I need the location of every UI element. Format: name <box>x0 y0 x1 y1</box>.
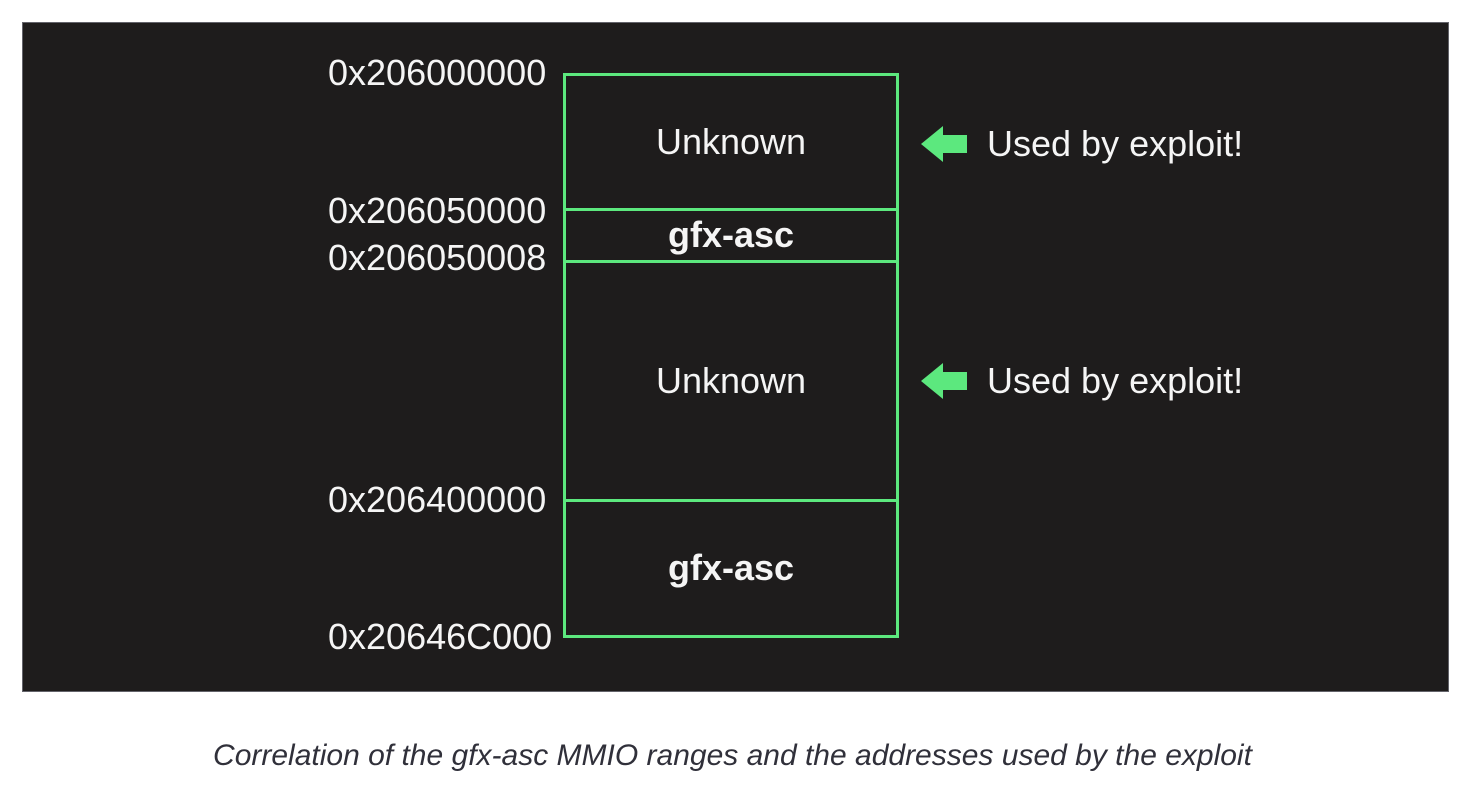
address-label: 0x20646C000 <box>328 616 553 657</box>
segment-label-gfx-asc-1: gfx-asc <box>667 214 795 255</box>
address-label: 0x206050000 <box>328 190 547 231</box>
arrow-left-icon <box>921 126 967 162</box>
address-label: 0x206000000 <box>328 52 547 93</box>
segment-label-gfx-asc-2: gfx-asc <box>667 547 795 588</box>
memory-map-box: Unknown gfx-asc Unknown gfx-asc <box>563 73 899 638</box>
diagram-panel: 0x206000000 0x206050000 0x206050008 0x20… <box>22 22 1449 692</box>
segment-label-unknown-1: Unknown <box>655 121 807 162</box>
segment-label-unknown-2: Unknown <box>655 360 807 401</box>
segment-divider <box>566 208 896 211</box>
address-label: 0x206400000 <box>328 479 547 520</box>
annotation-used-by-exploit-2: Used by exploit! <box>987 360 1244 401</box>
segment-divider <box>566 260 896 263</box>
segment-divider <box>566 499 896 502</box>
figure-caption: Correlation of the gfx-asc MMIO ranges a… <box>213 739 1252 772</box>
annotation-used-by-exploit-1: Used by exploit! <box>987 123 1244 164</box>
address-label: 0x206050008 <box>328 237 547 278</box>
arrow-left-icon <box>921 363 967 399</box>
